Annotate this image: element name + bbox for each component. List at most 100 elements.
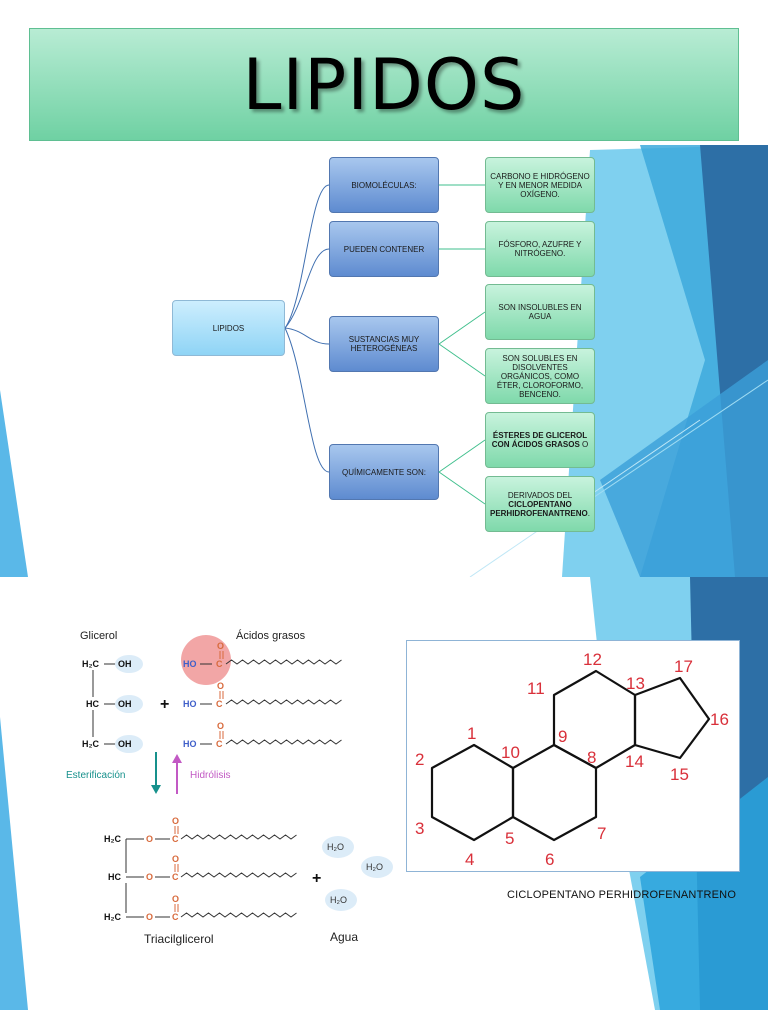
water-label-3: H₂O	[330, 895, 347, 905]
acid-o-2: O	[217, 681, 224, 691]
label-acidos-grasos: Ácidos grasos	[236, 629, 306, 642]
right-decor-accent	[600, 360, 768, 577]
detail-carbono-hidrogeno: CARBONO E HIDRÓGENO Y EN MENOR MEDIDA OX…	[485, 157, 595, 213]
detail-esteres-after: O	[579, 440, 589, 449]
acid-chain-1	[225, 659, 342, 665]
tag-h2c-top: H₂C	[104, 834, 121, 844]
glycerol-oh-2: OH	[118, 699, 132, 709]
detail-derivados-after: .	[587, 508, 590, 518]
acid-chain-3	[225, 739, 342, 745]
ester-o-3: O	[146, 912, 153, 922]
acid-ho-1: HO	[183, 659, 197, 669]
connector-root-pueden	[284, 248, 330, 329]
detail-esteres-bold: ÉSTERES DE GLICEROL CON ÁCIDOS GRASOS	[491, 431, 588, 449]
tag-chain-3	[180, 912, 297, 918]
atom-5: 5	[505, 829, 514, 848]
water-label-2: H₂O	[366, 862, 383, 872]
steroid-structure-box: 1 2 3 4 5 6 7 8 9 10 11 12 13 14 15 16 1…	[406, 640, 740, 872]
left-decor-shape	[0, 390, 28, 577]
ring-d	[633, 676, 711, 760]
ester-carbonyl-o-2: O	[172, 854, 179, 864]
glycerol-oh-3: OH	[118, 739, 132, 749]
atom-4: 4	[465, 850, 474, 869]
detail-derivados-ciclopentano: DERIVADOS DEL CICLOPENTANO PERHIDROFENAN…	[485, 476, 595, 532]
acid-ho-3: HO	[183, 739, 197, 749]
water-bubble-2	[361, 856, 393, 878]
connector-root-sustancias	[284, 327, 330, 345]
ester-c-3: C	[172, 912, 179, 922]
detail-derivados-bold: CICLOPENTANO PERHIDROFENANTRENO	[489, 499, 588, 518]
connector-sustancias-detail2	[438, 343, 486, 377]
atom-7: 7	[597, 824, 606, 843]
connector-sustancias-detail1	[438, 311, 486, 345]
water-bubble-1	[322, 836, 354, 858]
atom-1: 1	[467, 724, 476, 743]
acid-c-2: C	[216, 699, 223, 709]
atom-8: 8	[587, 748, 596, 767]
atom-10: 10	[501, 743, 520, 762]
connector-quimicamente-detail1	[438, 439, 486, 473]
acid-ho-2: HO	[183, 699, 197, 709]
node-sustancias-heterogeneas: SUSTANCIAS MUY HETEROGÉNEAS	[329, 316, 439, 372]
oh-bubble-2	[115, 695, 143, 713]
ester-o-2: O	[146, 872, 153, 882]
atom-15: 15	[670, 765, 689, 784]
tag-h2c-bottom: H₂C	[104, 912, 121, 922]
label-agua: Agua	[330, 930, 358, 944]
label-triacilglicerol: Triacilglicerol	[144, 932, 214, 946]
connector-root-biomoleculas	[284, 184, 330, 329]
atom-3: 3	[415, 819, 424, 838]
glycerol-oh-1: OH	[118, 659, 132, 669]
detail-fosforo-azufre: FÓSFORO, AZUFRE Y NITRÓGENO.	[485, 221, 595, 277]
acid-o-3: O	[217, 721, 224, 731]
atom-2: 2	[415, 750, 424, 769]
glycerol-h2c-bottom: H₂C	[82, 739, 99, 749]
ester-o-1: O	[146, 834, 153, 844]
detail-esteres-glicerol: ÉSTERES DE GLICEROL CON ÁCIDOS GRASOS O	[485, 412, 595, 468]
hydrolysis-arrowhead	[172, 754, 182, 763]
atom-16: 16	[710, 710, 729, 729]
slide-concept-map: LIPIDOS LIPIDOS BIOMOLÉCULAS: PUEDEN CON…	[0, 28, 768, 577]
water-removal-highlight	[181, 635, 231, 685]
ester-c-2: C	[172, 872, 179, 882]
atom-13: 13	[626, 674, 645, 693]
oh-bubble-3	[115, 735, 143, 753]
atom-14: 14	[625, 752, 644, 771]
acid-c-3: C	[216, 739, 223, 749]
steroid-caption: CICLOPENTANO PERHIDROFENANTRENO	[507, 889, 737, 901]
connector-quimicamente-detail2	[438, 471, 486, 505]
atom-17: 17	[674, 657, 693, 676]
tag-chain-2	[180, 872, 297, 878]
esterification-arrowhead	[151, 785, 161, 794]
slide-structures: Glicerol Ácidos grasos H₂C HC H₂C OH OH …	[0, 577, 768, 1010]
detail-insolubles-agua: SON INSOLUBLES EN AGUA	[485, 284, 595, 340]
acid-chain-2	[225, 699, 342, 705]
detail-solubles-disolventes: SON SOLUBLES EN DISOLVENTES ORGÁNICOS, C…	[485, 348, 595, 404]
acid-c-1: C	[216, 659, 223, 669]
node-root-lipidos: LIPIDOS	[172, 300, 285, 356]
ester-carbonyl-o-3: O	[172, 894, 179, 904]
atom-6: 6	[545, 850, 554, 869]
label-hidrolisis: Hidrólisis	[190, 770, 231, 781]
node-biomoleculas: BIOMOLÉCULAS:	[329, 157, 439, 213]
label-esterificacion: Esterificación	[66, 770, 125, 781]
acid-o-1: O	[217, 641, 224, 651]
ester-carbonyl-o-1: O	[172, 816, 179, 826]
detail-derivados-before: DERIVADOS DEL	[507, 490, 573, 500]
glycerol-molecule: H₂C HC H₂C OH OH OH	[82, 655, 143, 753]
atom-9: 9	[558, 727, 567, 746]
water-label-1: H₂O	[327, 842, 344, 852]
esterification-diagram: Glicerol Ácidos grasos H₂C HC H₂C OH OH …	[66, 629, 393, 946]
connector-root-quimicamente	[284, 327, 330, 473]
glycerol-h2c-top: H₂C	[82, 659, 99, 669]
node-quimicamente-son: QUÍMICAMENTE SON:	[329, 444, 439, 500]
slide1-background	[0, 145, 768, 577]
concept-map-connectors	[284, 184, 486, 505]
tag-chain-1	[180, 834, 297, 840]
left-decor-shape-2	[0, 717, 28, 1010]
water-bubble-3	[325, 889, 357, 911]
glycerol-hc: HC	[86, 699, 99, 709]
plus-sign-top: +	[160, 696, 169, 713]
